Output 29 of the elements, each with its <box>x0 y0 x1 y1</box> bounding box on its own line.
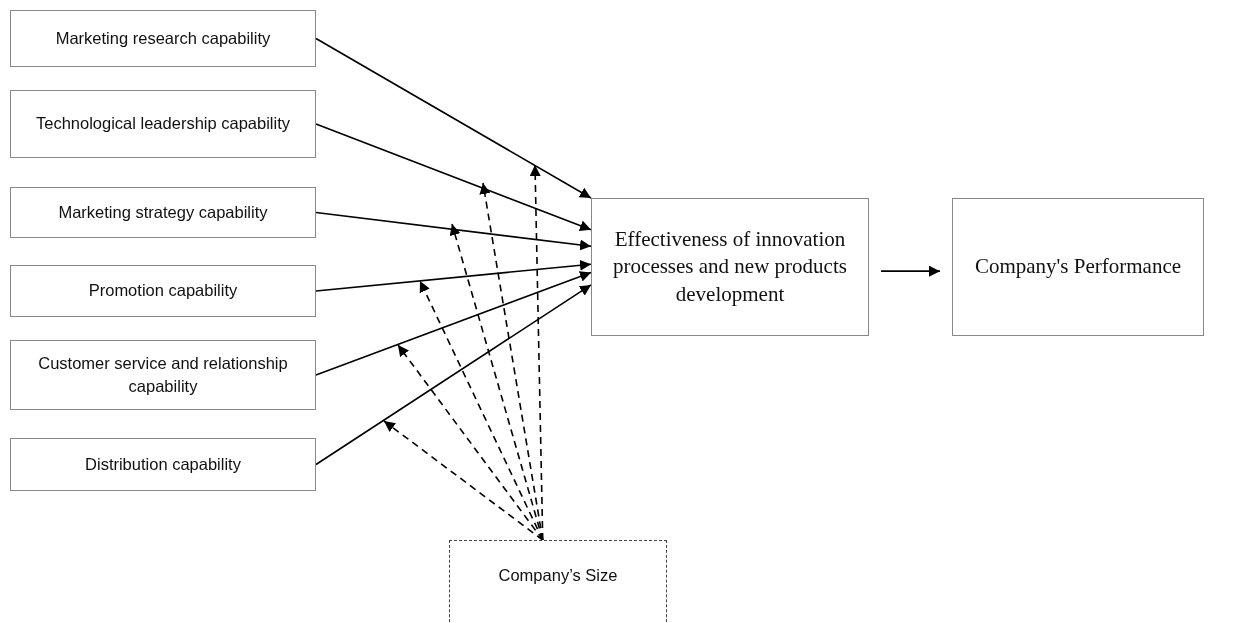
dashed-box <box>449 540 667 623</box>
arrow <box>315 123 592 231</box>
box-label: Promotion capability <box>88 280 238 302</box>
process-box <box>10 10 316 67</box>
box-label: Technological leadership capability <box>35 113 291 135</box>
dashed-arrow <box>383 420 544 541</box>
box-label: Company’s Size <box>498 565 618 587</box>
box-label: Effectiveness of innovation processes and new products development <box>612 226 848 308</box>
process-box <box>10 265 316 317</box>
arrow <box>880 265 941 277</box>
box-label: Customer service and relationship capability <box>37 352 289 397</box>
box-label: Marketing strategy capability <box>58 201 268 223</box>
arrow <box>315 37 592 199</box>
process-box <box>10 90 316 158</box>
arrow <box>315 211 592 251</box>
arrow <box>315 284 592 466</box>
process-box <box>10 340 316 410</box>
dashed-arrow <box>529 164 544 541</box>
dashed-arrow <box>397 344 544 541</box>
process-box <box>952 198 1204 336</box>
process-box <box>10 187 316 238</box>
box-label: Distribution capability <box>85 453 241 475</box>
dashed-arrow <box>449 223 544 541</box>
process-box <box>591 198 869 336</box>
arrow <box>315 271 592 376</box>
process-box <box>10 438 316 491</box>
arrow <box>315 259 592 292</box>
box-label: Company's Performance <box>974 253 1182 281</box>
box-label: Marketing research capability <box>55 27 271 49</box>
